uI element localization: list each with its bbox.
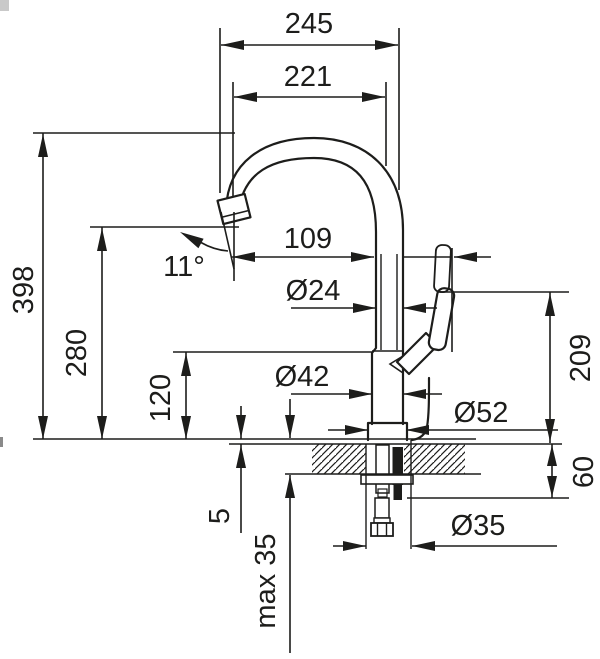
dim-hole-diameter: Ø35 [333,440,557,551]
dim-spout-angle-label: 11° [163,251,205,283]
spout-outer-arc [224,136,405,426]
dim-pipe-diameter-label: Ø24 [286,275,341,307]
mounting-bracket [360,474,414,485]
dim-spout-angle: 11° [163,232,229,283]
dim-handle-reach: 109 [220,211,491,352]
dim-handle-reach-label: 109 [284,223,332,255]
dim-body-diameter: Ø42 [275,361,442,399]
dim-overall-width: 245 [219,8,400,193]
aerator [216,192,252,226]
lever-joint-notch [388,355,404,374]
mounting-hardware [360,444,414,537]
dim-base-diameter-label: Ø52 [454,397,509,429]
dim-hole-diameter-label: Ø35 [451,510,506,542]
hose-collar [377,488,388,498]
dim-max-deck-thickness: max 35 [250,399,295,653]
dim-body-height: 120 [145,351,372,439]
dim-pipe-diameter: Ø24 [286,275,437,313]
dim-spout-height-label: 280 [61,329,93,377]
dim-below-deck-clearance: 60 [547,444,600,498]
dim-overall-height: 398 [8,132,235,439]
dim-overall-height-label: 398 [8,266,40,314]
mounting-stud [392,447,403,485]
base-flange [366,421,409,442]
counter-hatch-right [404,444,465,474]
dim-handle-height-label: 209 [565,334,597,382]
counter-hatch-left [312,444,366,474]
spout-inner-arc [236,156,378,426]
dim-gasket-gap: 5 [204,406,246,533]
faucet-outline [216,136,456,442]
supply-hose [375,444,390,494]
countertop [33,438,569,499]
dim-overall-width-label: 245 [285,8,333,40]
scan-artifacts [0,0,9,447]
dim-max-deck-thickness-label: max 35 [250,533,282,628]
hose-nut [370,522,394,537]
dim-handle-height: 209 [440,291,597,443]
dim-below-deck-clearance-label: 60 [568,456,600,488]
dim-body-height-label: 120 [145,374,177,422]
dim-gasket-gap-label: 5 [204,508,236,524]
handle-grip-raised-phantom [433,244,452,293]
dim-base-diameter: Ø52 [328,397,558,435]
dim-spout-reach-label: 221 [284,61,332,93]
dim-spout-reach: 221 [232,61,387,196]
supply-hose-lower [374,497,390,519]
handle-grip [427,287,456,352]
dim-spout-height: 280 [61,226,239,439]
dim-body-diameter-label: Ø42 [275,361,330,393]
mounting-nut-stud [393,485,402,500]
